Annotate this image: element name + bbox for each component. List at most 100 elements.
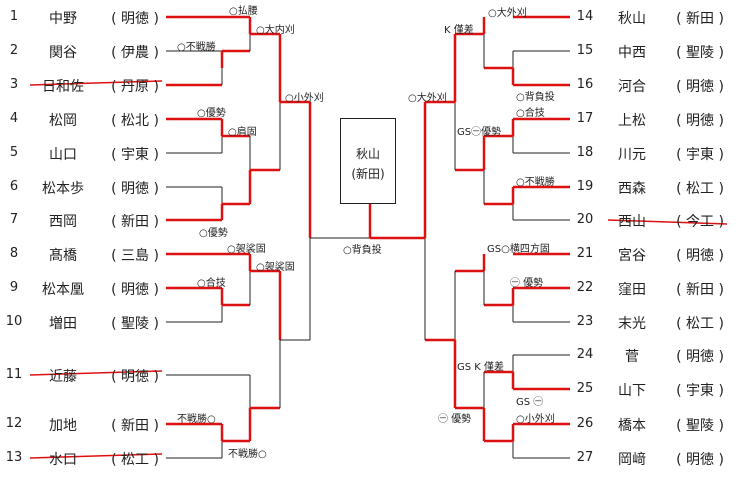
entry-school: ( 聖陵 ): [676, 45, 724, 61]
entry-name: 上松: [618, 113, 646, 129]
entry-name: 橋本: [618, 418, 646, 434]
entry-name: 山口: [49, 147, 77, 163]
entry-school: ( 三島 ): [111, 248, 159, 264]
entry-name: 山下: [618, 383, 646, 399]
entry-school: ( 新田 ): [111, 214, 159, 230]
entry-name: 西岡: [49, 214, 77, 230]
entry-name: 近藤: [49, 369, 77, 385]
entry-number: 19: [576, 179, 594, 194]
entry-number: 7: [9, 212, 19, 227]
entry-school: ( 宇東 ): [111, 147, 159, 163]
win-label: K 僅差: [444, 25, 474, 36]
entry-school: ( 聖陵 ): [676, 418, 724, 434]
win-label: 不戦勝○: [228, 449, 267, 460]
entry-number: 25: [576, 381, 594, 396]
entry-school: ( 宇東 ): [676, 383, 724, 399]
entry-number: 18: [576, 145, 594, 160]
entry-number: 26: [576, 416, 594, 431]
entry-school: ( 明徳 ): [111, 181, 159, 197]
win-label: ㊀ 優勢: [438, 414, 472, 425]
entry-school: ( 明徳 ): [111, 282, 159, 298]
entry-school: ( 宇東 ): [676, 147, 724, 163]
win-label: ○大外刈: [488, 8, 527, 19]
champion-box: 秋山 (新田): [340, 118, 396, 204]
entry-name: 川元: [618, 147, 646, 163]
entry-number: 11: [5, 367, 23, 382]
entry-school: ( 明徳 ): [676, 452, 724, 468]
win-label: ○袈裟固: [227, 244, 266, 255]
entry-school: ( 明徳 ): [676, 79, 724, 95]
win-label: ○合技: [516, 108, 545, 119]
win-label: ○小外刈: [285, 93, 324, 104]
entry-school: ( 松工 ): [676, 316, 724, 332]
entry-name: 西山: [618, 214, 646, 230]
entry-school: ( 新田 ): [676, 11, 724, 27]
entry-school: ( 明徳 ): [111, 369, 159, 385]
entry-number: 5: [9, 145, 19, 160]
champion-school: (新田): [351, 167, 385, 181]
win-label: ○肩固: [228, 127, 257, 138]
entry-number: 23: [576, 314, 594, 329]
entry-school: ( 今工 ): [676, 214, 724, 230]
entry-number: 4: [9, 111, 19, 126]
entry-name: 秋山: [618, 11, 646, 27]
win-label: ○小外刈: [516, 414, 555, 425]
entry-name: 髙橋: [49, 248, 77, 264]
entry-number: 8: [9, 246, 19, 261]
win-label: ○優勢: [197, 108, 226, 119]
entry-school: ( 伊農 ): [111, 45, 159, 61]
win-label: ㊀ 優勢: [510, 278, 544, 289]
entry-number: 12: [5, 416, 23, 431]
entry-name: 日和佐: [42, 79, 84, 95]
win-label: GS㊀優勢: [457, 127, 502, 138]
win-label: ○不戦勝: [177, 42, 216, 53]
win-label: ○背負投: [343, 245, 382, 256]
entry-school: ( 松工 ): [111, 452, 159, 468]
win-label: GS ㊀: [516, 397, 544, 408]
win-label: ○払腰: [229, 6, 258, 17]
entry-number: 6: [9, 179, 19, 194]
win-label: ○優勢: [199, 228, 228, 239]
entry-name: 中野: [49, 11, 77, 27]
bracket-line: [607, 219, 728, 225]
win-label: GS○横四方固: [487, 244, 550, 255]
win-label: 不戦勝○: [177, 414, 216, 425]
entry-name: 菅: [625, 349, 639, 365]
entry-name: 松本凰: [42, 282, 84, 298]
entry-number: 22: [576, 280, 594, 295]
entry-number: 3: [9, 77, 19, 92]
entry-name: 松本歩: [42, 181, 84, 197]
entry-school: ( 明徳 ): [676, 113, 724, 129]
entry-name: 末光: [618, 316, 646, 332]
entry-name: 西森: [618, 181, 646, 197]
win-label: ○合技: [197, 278, 226, 289]
entry-number: 24: [576, 347, 594, 362]
win-label: ○不戦勝: [516, 177, 555, 188]
entry-name: 岡﨑: [618, 452, 646, 468]
entry-school: ( 新田 ): [111, 418, 159, 434]
win-label: ○背負投: [516, 92, 555, 103]
win-label: ○大外刈: [408, 93, 447, 104]
entry-name: 加地: [49, 418, 77, 434]
champion-name: 秋山: [355, 147, 380, 161]
entry-school: ( 聖陵 ): [111, 316, 159, 332]
entry-number: 14: [576, 9, 594, 24]
entry-school: ( 新田 ): [676, 282, 724, 298]
entry-name: 窪田: [618, 282, 646, 298]
entry-name: 関谷: [49, 45, 77, 61]
entry-number: 17: [576, 111, 594, 126]
bracket-line: [29, 80, 163, 86]
entry-school: ( 松工 ): [676, 181, 724, 197]
win-label: ○袈裟固: [256, 262, 295, 273]
win-label: GS K 僅差: [457, 362, 505, 373]
entry-school: ( 松北 ): [111, 113, 159, 129]
entry-name: 水口: [49, 452, 77, 468]
entry-school: ( 明徳 ): [111, 11, 159, 27]
entry-name: 河合: [618, 79, 646, 95]
entry-number: 2: [9, 43, 19, 58]
entry-name: 宮谷: [618, 248, 646, 264]
bracket-line: [29, 453, 163, 459]
entry-school: ( 丹原 ): [111, 79, 159, 95]
bracket-line: [29, 370, 163, 376]
